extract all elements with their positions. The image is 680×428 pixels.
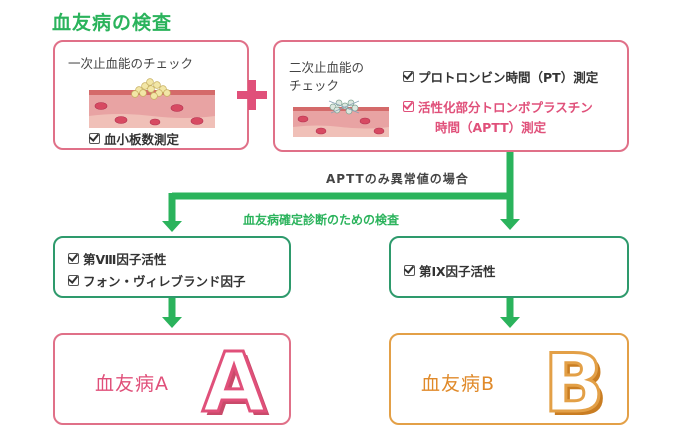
secondary-heading-line2: チェック [289, 78, 340, 93]
letter-a-shadow: A [206, 343, 270, 421]
hemophilia-a-box: 血友病A A A [53, 333, 291, 425]
checkbox-icon [68, 275, 79, 286]
primary-hemostasis-box: 一次止血能のチェック 血小板数測定 [53, 40, 249, 150]
checkbox-icon [403, 71, 414, 82]
arrow-to-result-b [500, 317, 520, 328]
test-factor-ix: 第Ⅸ因子活性 [404, 261, 496, 280]
platelet-vessel-illustration [89, 78, 215, 128]
test-factor-viii: 第Ⅷ因子活性 [68, 249, 166, 268]
arrow-to-result-a [162, 317, 182, 328]
test-aptt: 活性化部分トロンボプラスチン [403, 97, 593, 116]
test-platelet-count: 血小板数測定 [89, 129, 179, 148]
hemophilia-b-label: 血友病B [421, 373, 496, 395]
checkbox-icon [404, 265, 415, 276]
test-aptt-line2: 時間（APTT）測定 [435, 120, 547, 135]
branch-b-tests-box: 第Ⅸ因子活性 [389, 236, 629, 298]
letter-a: A [202, 343, 266, 421]
checkbox-icon [68, 253, 79, 264]
coagulation-vessel-illustration [293, 99, 389, 137]
hemophilia-a-label: 血友病A [95, 373, 169, 395]
plus-icon [237, 80, 267, 110]
hemophilia-b-box: 血友病B B B [389, 333, 629, 425]
page-title: 血友病の検査 [52, 12, 173, 34]
checkbox-icon [403, 101, 414, 112]
branch-a-tests-box: 第Ⅷ因子活性 フォン・ヴィレブランド因子 [53, 236, 291, 298]
checkbox-icon [89, 133, 100, 144]
condition-label: APTTのみ異常値の場合 [326, 172, 469, 186]
test-prothrombin-time: プロトロンビン時間（PT）測定 [403, 67, 598, 86]
letter-b-badge: B B [542, 343, 609, 421]
letter-a-badge: A A [201, 343, 271, 421]
arrow-to-branch-a [162, 221, 182, 232]
letter-b-shadow: B [548, 343, 609, 421]
secondary-heading-line1: 二次止血能の [289, 60, 365, 75]
definitive-diagnosis-label: 血友病確定診断のための検査 [243, 213, 400, 227]
arrow-to-branch-b [500, 219, 520, 230]
primary-heading: 一次止血能のチェック [68, 56, 194, 71]
test-von-willebrand: フォン・ヴィレブランド因子 [68, 271, 246, 290]
secondary-hemostasis-box: 二次止血能の チェック プロトロンビン時間（PT）測定 活性化部分トロンボプラス… [273, 40, 629, 152]
letter-b: B [544, 343, 605, 421]
